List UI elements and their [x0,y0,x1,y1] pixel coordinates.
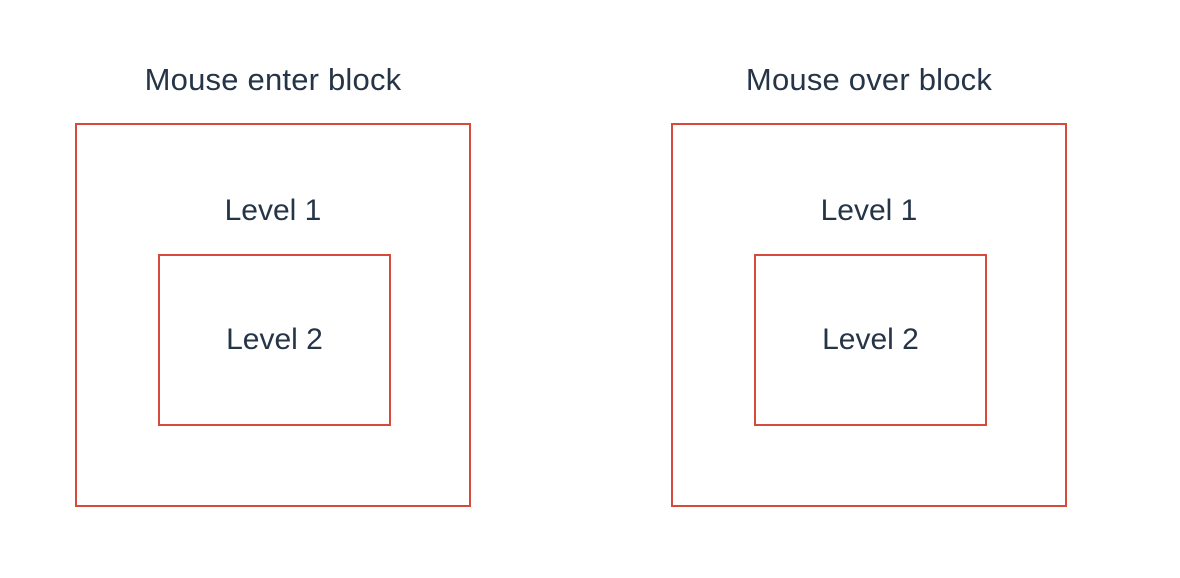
mouse-enter-level1-block[interactable]: Level 1 Level 2 [75,123,471,507]
mouse-enter-demo: Mouse enter block Level 1 Level 2 [75,0,471,578]
mouse-over-title: Mouse over block [745,62,993,97]
mouse-over-level1-block[interactable]: Level 1 Level 2 [671,123,1067,507]
mouse-enter-title: Mouse enter block [144,62,402,97]
mouse-over-level1-label: Level 1 [820,194,918,227]
mouse-over-level2-label: Level 2 [822,323,919,356]
mouse-enter-level2-block[interactable]: Level 2 [158,254,391,426]
mouse-enter-level2-label: Level 2 [226,323,323,356]
mouse-over-level2-block[interactable]: Level 2 [754,254,987,426]
mouse-over-demo: Mouse over block Level 1 Level 2 [671,0,1067,578]
mouse-enter-level1-label: Level 1 [224,194,322,227]
